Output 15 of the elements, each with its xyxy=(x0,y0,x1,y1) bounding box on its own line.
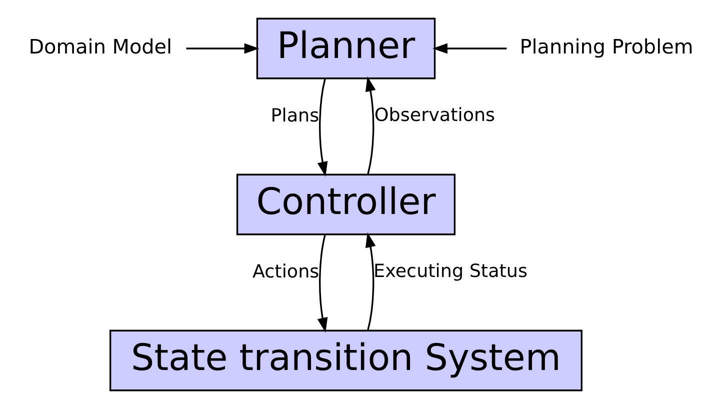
edge-label: Observations xyxy=(374,104,496,126)
node-text: Domain Model xyxy=(28,35,172,58)
edge-label: Actions xyxy=(252,260,320,282)
node-box: Controller xyxy=(236,173,456,235)
node-box: Planner xyxy=(256,17,436,79)
node-box: State transition System xyxy=(110,329,582,391)
arrow xyxy=(317,78,328,176)
arrow xyxy=(365,232,376,330)
arrow xyxy=(432,42,507,54)
edge-label: Executing Status xyxy=(374,260,528,282)
arrow xyxy=(317,234,328,332)
arrow xyxy=(365,76,376,174)
edge-label: Plans xyxy=(270,104,320,126)
arrow xyxy=(186,42,260,54)
node-text: Planning Problem xyxy=(520,35,694,58)
